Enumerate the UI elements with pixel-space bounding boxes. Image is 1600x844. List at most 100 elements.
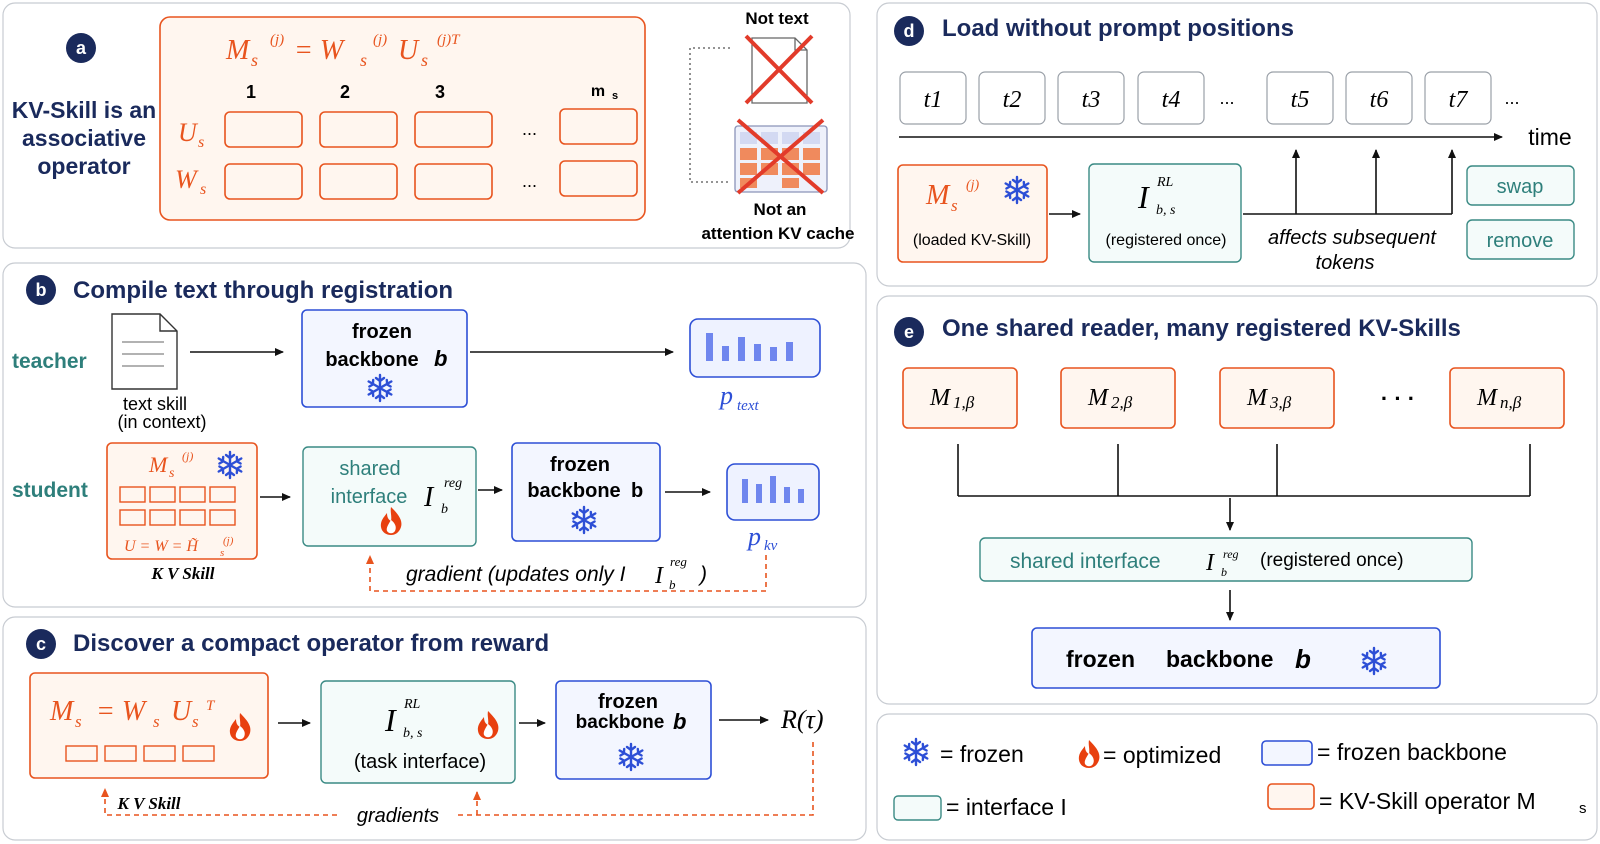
badge-a bbox=[66, 33, 96, 63]
panel-e-frame bbox=[876, 295, 1598, 705]
badge-c bbox=[26, 629, 56, 659]
operator-1-main: M bbox=[929, 385, 952, 411]
panel-e-title: One shared reader, many registered KV-Sk… bbox=[942, 315, 1461, 342]
c-irl-sub: b, s bbox=[403, 726, 423, 741]
row-w-sub: s bbox=[200, 181, 206, 198]
c-formula-t: T bbox=[206, 698, 216, 714]
swap-button[interactable] bbox=[1466, 165, 1575, 206]
d-registered-label: (registered once) bbox=[1106, 232, 1227, 249]
d-m-sub: s bbox=[951, 196, 958, 215]
badge-d-letter: d bbox=[904, 21, 915, 41]
c-gradients-label: gradients bbox=[357, 805, 439, 827]
panel-c-title: Discover a compact operator from reward bbox=[73, 630, 549, 657]
c-backbone-box bbox=[555, 680, 712, 780]
student-ireg: I bbox=[423, 482, 435, 513]
time-label: time bbox=[1528, 124, 1571, 150]
dotted-bracket bbox=[689, 47, 730, 183]
not-text-label: Not text bbox=[745, 9, 809, 28]
panel-d-title: Load without prompt positions bbox=[942, 15, 1294, 42]
c-gradients-path bbox=[101, 742, 814, 816]
gradient-dashed-path bbox=[366, 555, 767, 592]
u-cell-1 bbox=[224, 111, 303, 148]
col-header-m: m bbox=[591, 83, 605, 100]
teacher-backbone-text-2: backbone bbox=[325, 349, 418, 371]
c-formula-u-sub: s bbox=[192, 712, 199, 731]
student-interface-text-2: interface bbox=[331, 486, 408, 508]
token-t1: t1 bbox=[924, 87, 943, 113]
document-crossed-icon bbox=[744, 34, 814, 105]
u-cell-3 bbox=[414, 111, 493, 148]
token-box-t4 bbox=[1137, 71, 1205, 125]
badge-c-letter: c bbox=[36, 634, 46, 654]
ptext-distribution-icon bbox=[689, 318, 821, 378]
c-reward: R(τ) bbox=[780, 705, 824, 734]
token-box-t6 bbox=[1345, 71, 1413, 125]
c-formula-w-sub: s bbox=[153, 712, 160, 731]
student-backbone-text-2: backbone bbox=[527, 480, 620, 502]
e-ireg: I bbox=[1205, 550, 1215, 576]
student-m-sub: s bbox=[169, 466, 175, 481]
panel-d-frame bbox=[876, 2, 1598, 287]
u-cell-2 bbox=[319, 111, 398, 148]
token-box-t1 bbox=[899, 71, 967, 125]
formula-a-lhs-sub: s bbox=[251, 50, 258, 70]
d-loaded-kv-box bbox=[897, 164, 1048, 263]
c-backbone-b: b bbox=[673, 709, 686, 734]
student-backbone-text-1: frozen bbox=[550, 454, 610, 476]
gradient-ireg-sub: b bbox=[669, 577, 676, 592]
row-u-label: U bbox=[178, 118, 199, 147]
legend-panel: = frozen = optimized = frozen backbone =… bbox=[876, 713, 1598, 841]
student-ireg-sub: b bbox=[441, 502, 448, 517]
c-irl-sup: RL bbox=[403, 697, 421, 712]
w-cell-2 bbox=[319, 163, 398, 200]
operators-dots: · · · bbox=[1381, 386, 1415, 411]
c-irl: I bbox=[384, 702, 397, 738]
d-irl-sup: RL bbox=[1156, 175, 1174, 190]
badge-e-letter: e bbox=[904, 322, 914, 342]
teacher-backbone-box bbox=[301, 309, 468, 408]
token-t7: t7 bbox=[1449, 87, 1469, 113]
student-label: student bbox=[12, 479, 88, 502]
d-loaded-label: (loaded KV-Skill) bbox=[913, 232, 1031, 249]
operator-2-main: M bbox=[1087, 385, 1110, 411]
text-skill-label-1: text skill bbox=[123, 394, 187, 414]
teacher-label: teacher bbox=[12, 350, 87, 373]
remove-label: remove bbox=[1487, 230, 1554, 252]
legend-backbone-swatch bbox=[1261, 740, 1313, 766]
token-t5: t5 bbox=[1291, 87, 1310, 113]
not-kv-label-2: attention KV cache bbox=[701, 224, 854, 243]
e-shared-interface-box bbox=[979, 537, 1473, 582]
operator-3-sub: 3,β bbox=[1269, 393, 1292, 412]
w-cell-1 bbox=[224, 163, 303, 200]
remove-button[interactable] bbox=[1466, 219, 1575, 260]
row-u-sub: s bbox=[198, 134, 204, 151]
panel-a-side-label-3: operator bbox=[37, 153, 130, 179]
d-irl: I bbox=[1137, 179, 1150, 215]
panel-b-title: Compile text through registration bbox=[73, 277, 453, 304]
formula-a-u-sup: (j)T bbox=[437, 32, 461, 48]
badge-d bbox=[894, 16, 924, 46]
legend-frame bbox=[876, 713, 1598, 841]
d-affects-label-2: tokens bbox=[1316, 252, 1375, 274]
col-header-1: 1 bbox=[246, 82, 256, 102]
c-task-interface-box bbox=[320, 680, 516, 784]
panel-a-side-label-2: associative bbox=[22, 125, 146, 151]
panel-c: c Discover a compact operator from rewar… bbox=[2, 616, 867, 841]
token-box-t7 bbox=[1424, 71, 1492, 125]
operator-box-n bbox=[1449, 367, 1565, 429]
legend-kv-swatch bbox=[1267, 783, 1315, 810]
pkv-label: p bbox=[746, 522, 761, 551]
panel-a-side-label-1: KV-Skill is an bbox=[12, 97, 156, 123]
operator-1-sub: 1,β bbox=[953, 393, 975, 412]
panel-d: d Load without prompt positions t1 t2 t3… bbox=[876, 2, 1598, 287]
student-ireg-sup: reg bbox=[444, 476, 462, 491]
d-irl-sub: b, s bbox=[1156, 203, 1176, 218]
token-box-t2 bbox=[978, 71, 1046, 125]
operator-merge-lines bbox=[957, 444, 1531, 497]
c-kv-skill-caption: K V Skill bbox=[117, 794, 181, 813]
student-backbone-box bbox=[511, 442, 661, 542]
formula-a-eq: = W bbox=[294, 35, 346, 66]
badge-a-letter: a bbox=[76, 38, 87, 58]
w-cell-m bbox=[559, 160, 638, 197]
